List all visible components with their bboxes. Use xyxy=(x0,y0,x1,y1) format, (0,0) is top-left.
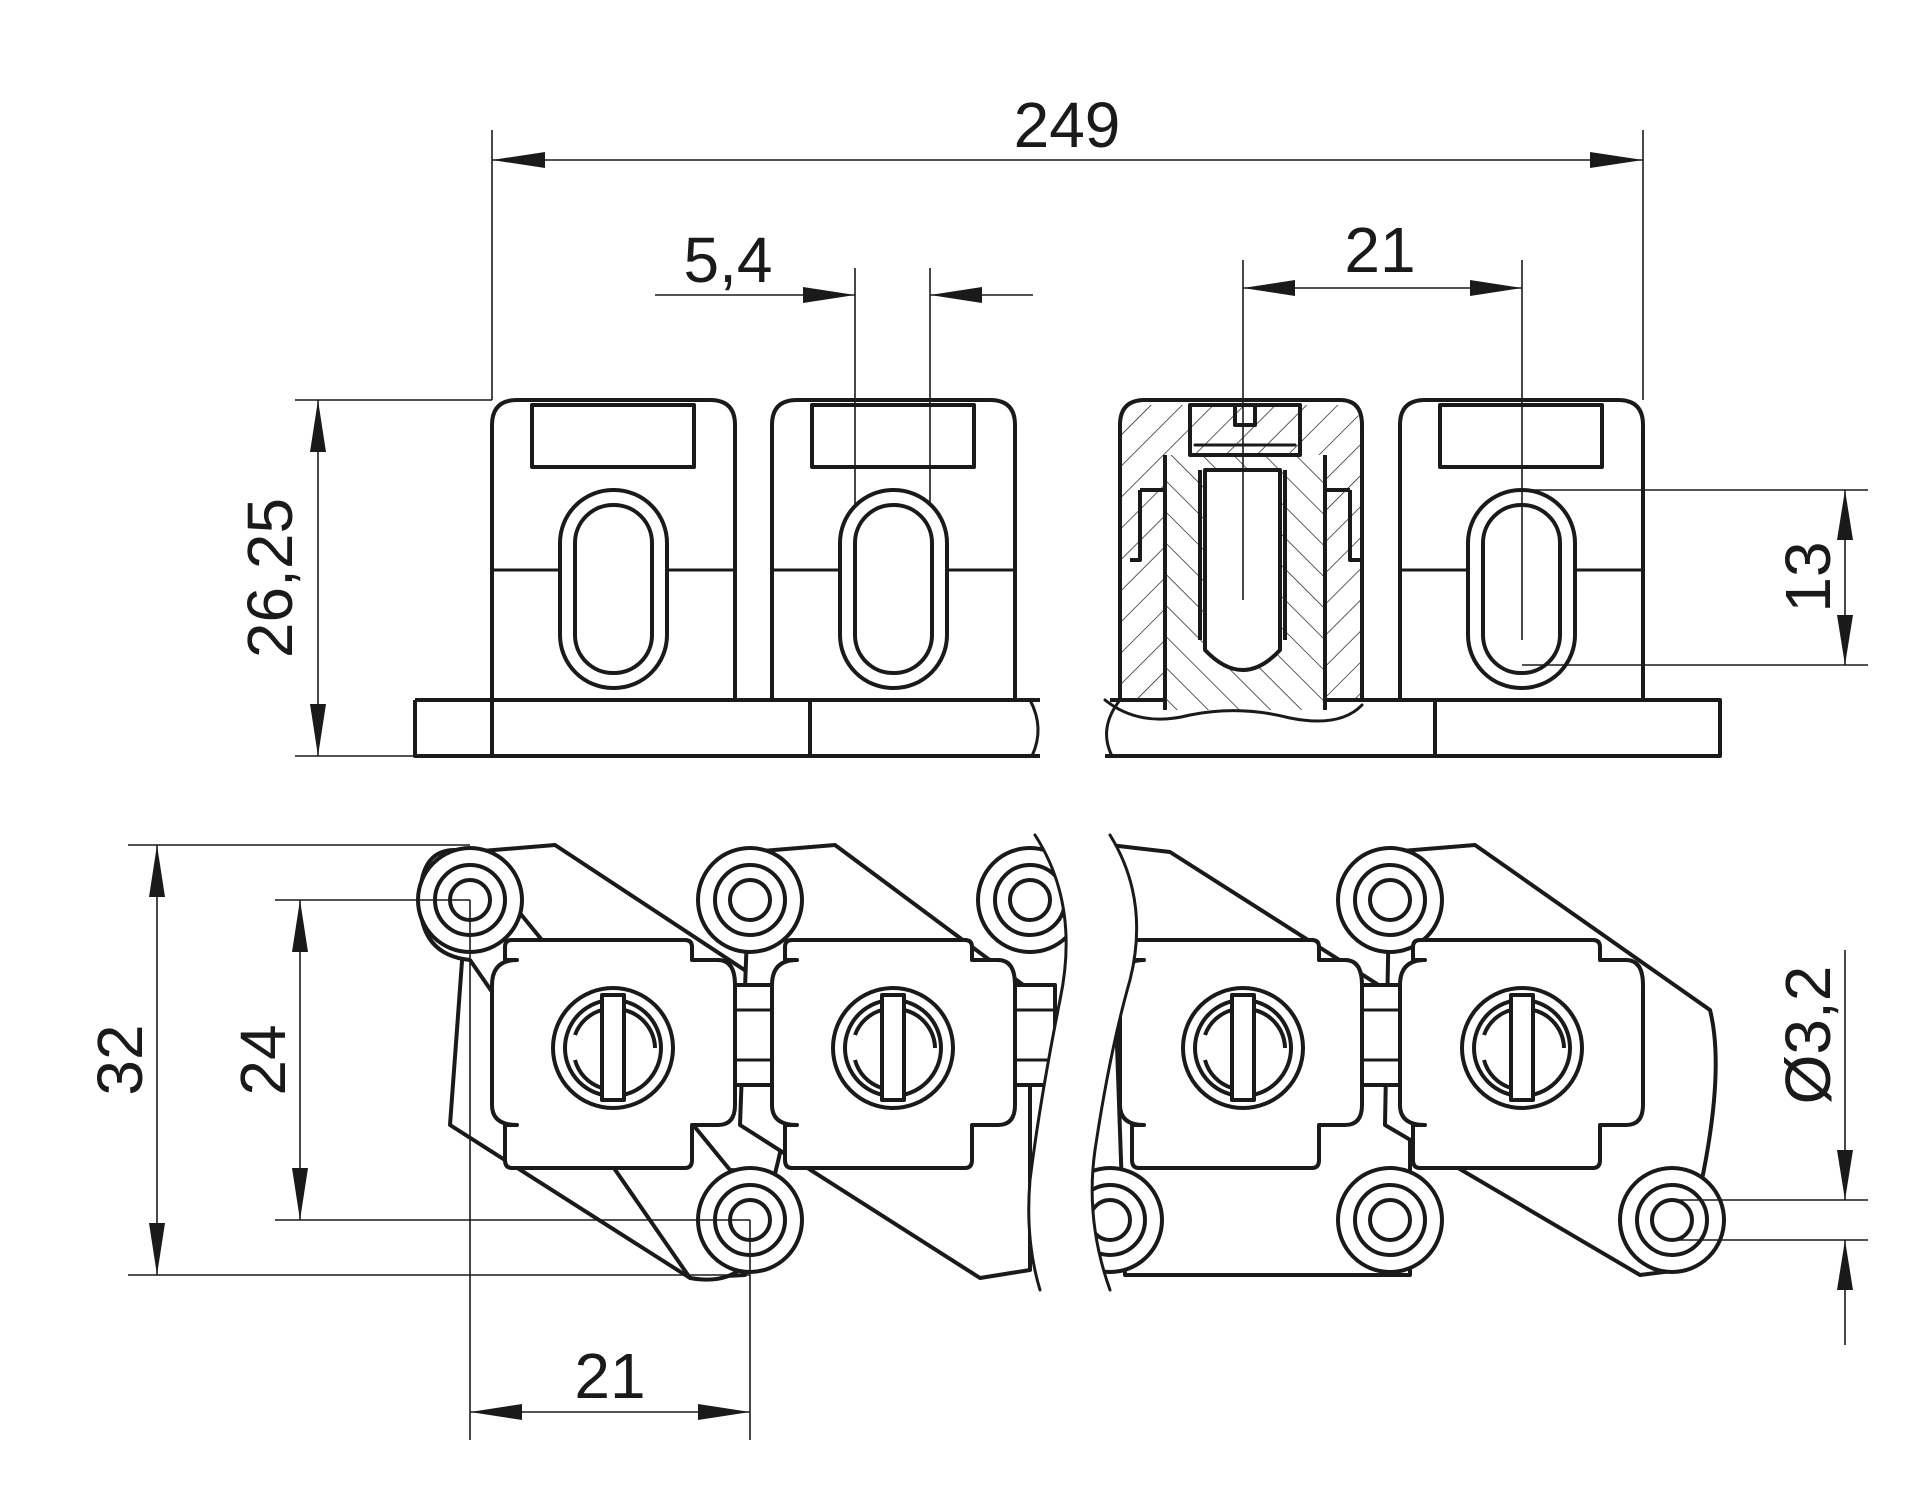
dimension-21-top: 21 xyxy=(1243,214,1522,296)
pitch-top-label: 21 xyxy=(1344,214,1415,286)
connector-bars xyxy=(733,983,1404,1087)
dimension-249: 249 xyxy=(491,89,1644,400)
dimension-26-25: 26,25 xyxy=(234,399,492,757)
width-label: 32 xyxy=(84,1024,156,1095)
side-view xyxy=(413,260,1722,758)
pin-bosses-top xyxy=(416,846,1444,954)
chain-block-3-section xyxy=(1103,398,1364,723)
chain-block-1-plan xyxy=(490,938,737,1170)
dimension-24: 24 xyxy=(227,899,750,1221)
dimension-32: 32 xyxy=(84,844,750,1276)
chain-block-2-plan xyxy=(770,938,1017,1170)
plan-view xyxy=(416,833,1726,1292)
break-gap xyxy=(1028,835,1137,1290)
dimension-5-4: 5,4 xyxy=(655,224,1033,505)
chain-block-1-side xyxy=(490,398,737,756)
height-label: 26,25 xyxy=(234,498,306,658)
chain-block-4-plan xyxy=(1398,938,1645,1170)
chain-block-3-plan xyxy=(1118,938,1364,1170)
chain-block-2-side xyxy=(770,398,1017,700)
slot-height-label: 13 xyxy=(1772,541,1844,612)
overall-length-label: 249 xyxy=(1014,89,1121,161)
dimension-21-bottom: 21 xyxy=(469,900,751,1440)
slot-width-label: 5,4 xyxy=(684,224,773,296)
hole-diameter-label: Ø3,2 xyxy=(1772,966,1844,1105)
dimension-13: 13 xyxy=(1522,489,1868,666)
pitch-bottom-label: 21 xyxy=(574,1340,645,1412)
hole-spacing-label: 24 xyxy=(227,1024,299,1095)
dimension-diameter-3-2: Ø3,2 xyxy=(1672,950,1868,1345)
